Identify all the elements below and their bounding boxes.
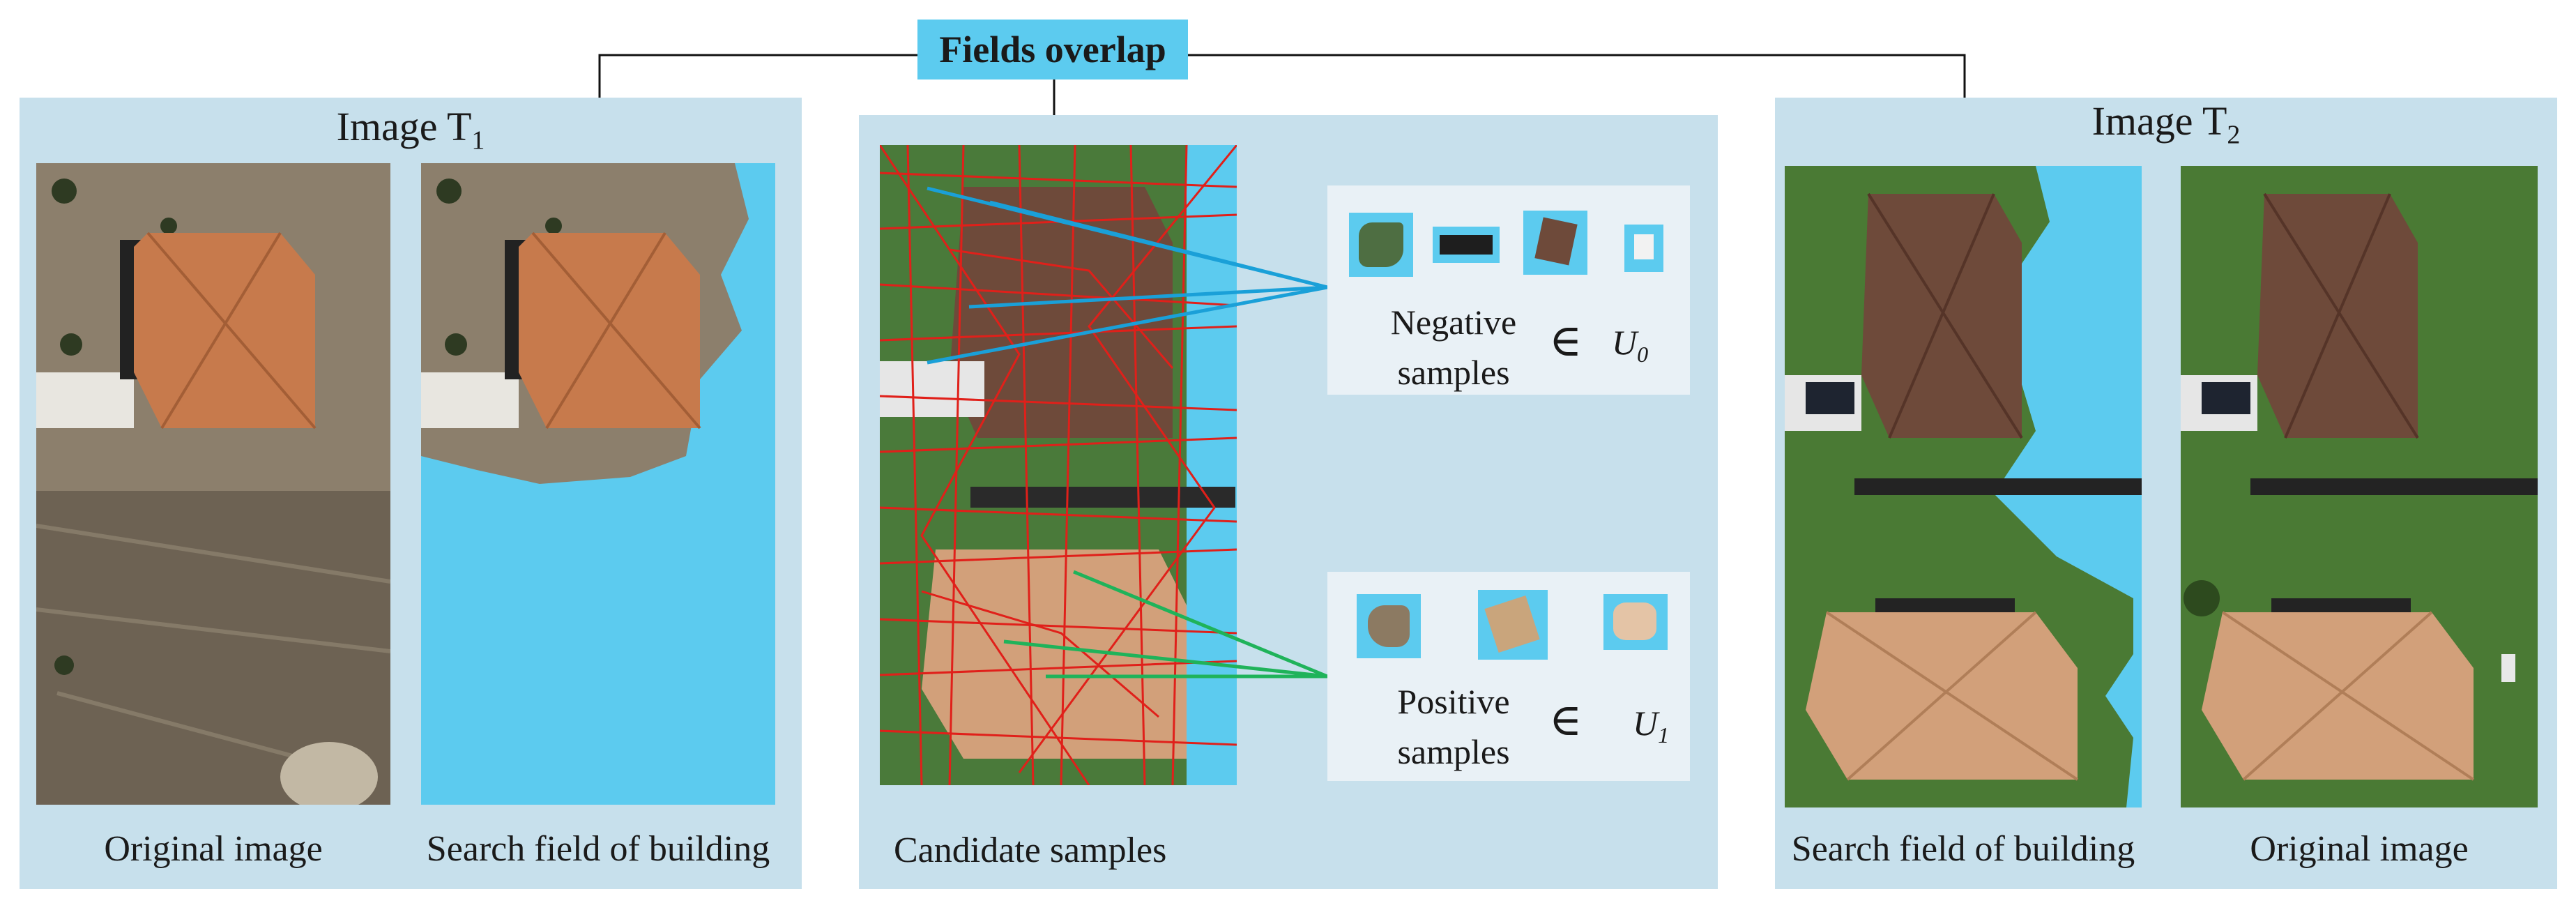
panel-t2-title-text: Image T bbox=[2091, 98, 2227, 144]
candidate-segmentation-image bbox=[880, 145, 1237, 785]
t1-caption-original: Original image bbox=[104, 829, 323, 869]
positive-label-line1: Positive bbox=[1397, 682, 1510, 721]
panel-t1-title-text: Image T bbox=[336, 104, 472, 149]
positive-line-1 bbox=[1073, 570, 1328, 678]
negative-set-letter: U bbox=[1612, 323, 1638, 362]
fields-overlap-label: Fields overlap bbox=[939, 29, 1166, 70]
panel-t1-title: Image T1 bbox=[20, 103, 802, 156]
positive-set-sub: 1 bbox=[1658, 722, 1670, 748]
candidate-samples-caption: Candidate samples bbox=[894, 831, 1167, 870]
negative-label-line2: samples bbox=[1397, 353, 1510, 392]
t2-caption-original: Original image bbox=[2250, 829, 2469, 869]
positive-thumb-1 bbox=[1357, 594, 1421, 658]
t2-original-image bbox=[2181, 166, 2538, 807]
negative-thumb-3 bbox=[1523, 211, 1587, 275]
panel-t1-title-sub: 1 bbox=[471, 126, 485, 156]
negative-thumb-1 bbox=[1349, 213, 1413, 277]
t2-search-field-image bbox=[1785, 166, 2142, 807]
negative-samples-label: Negative samples bbox=[1366, 297, 1541, 397]
negative-line-2 bbox=[989, 200, 1328, 289]
negative-set-label: U0 bbox=[1612, 322, 1648, 367]
t1-original-image bbox=[36, 163, 390, 805]
positive-samples-label: Positive samples bbox=[1366, 676, 1541, 777]
negative-element-of-symbol: ∈ bbox=[1549, 316, 1583, 365]
negative-label-line1: Negative bbox=[1390, 303, 1517, 342]
t2-caption-search-field: Search field of building bbox=[1791, 829, 2135, 869]
negative-set-sub: 0 bbox=[1637, 342, 1649, 367]
positive-element-of-symbol: ∈ bbox=[1549, 695, 1583, 745]
positive-set-label: U1 bbox=[1633, 703, 1669, 748]
positive-set-letter: U bbox=[1633, 704, 1659, 743]
positive-thumb-3 bbox=[1603, 594, 1668, 650]
panel-t2-title-sub: 2 bbox=[2227, 120, 2241, 150]
t1-search-field-image bbox=[421, 163, 775, 805]
negative-thumb-2 bbox=[1433, 227, 1500, 263]
positive-label-line2: samples bbox=[1397, 732, 1510, 771]
positive-thumb-2 bbox=[1478, 590, 1548, 660]
fields-overlap-box: Fields overlap bbox=[917, 20, 1188, 79]
positive-line-2 bbox=[1003, 639, 1328, 678]
negative-line-4 bbox=[927, 285, 1328, 365]
negative-line-3 bbox=[968, 285, 1328, 309]
panel-t2-title: Image T2 bbox=[1775, 98, 2557, 151]
t1-caption-search-field: Search field of building bbox=[426, 829, 770, 869]
negative-thumb-4 bbox=[1624, 225, 1663, 272]
